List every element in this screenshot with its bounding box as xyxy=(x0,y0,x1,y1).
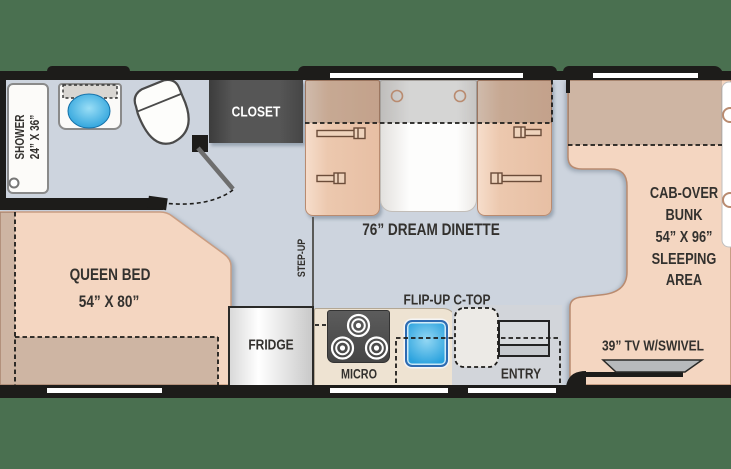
queen-bed xyxy=(0,211,232,386)
bathroom-sink-bowl xyxy=(67,93,111,129)
cab-cupholder-icon xyxy=(722,107,731,123)
flip-up-counter xyxy=(454,307,499,368)
entry-label: ENTRY xyxy=(500,365,542,383)
cab-over-bunk-area xyxy=(567,79,731,386)
fridge-label: FRIDGE xyxy=(248,336,294,354)
cab-label-5: AREA xyxy=(665,272,703,289)
shower xyxy=(7,83,49,194)
bed-slide-overlay-bottom xyxy=(15,337,218,385)
dinette-bench-left xyxy=(305,80,380,216)
toilet-icon xyxy=(133,78,190,145)
entry-step-lower xyxy=(500,346,548,355)
wall-left xyxy=(0,71,6,210)
cab-label-2: BUNK xyxy=(665,207,703,224)
tv-label: 39” TV W/SWIVEL xyxy=(601,337,705,355)
wall-top-bump-dinette xyxy=(298,66,557,76)
wall-top-bump-cab xyxy=(563,66,723,76)
table-grommet-icon xyxy=(453,89,467,103)
shower-label: SHOWER xyxy=(13,114,27,160)
tv-icon xyxy=(601,359,705,373)
wall-bathroom xyxy=(0,198,163,210)
tv-mount-bar xyxy=(578,372,683,377)
closet xyxy=(209,80,303,143)
entry-step-divider xyxy=(500,344,548,346)
shower-drain-icon xyxy=(8,177,20,189)
dinette-bench-right xyxy=(477,80,552,216)
stove-burners-icon xyxy=(330,313,389,360)
dinette-label: 76” DREAM DINETTE xyxy=(362,220,500,239)
door-slot-entry xyxy=(468,388,556,393)
closet-label: CLOSET xyxy=(231,103,281,121)
window-slot-kitchen xyxy=(330,388,448,393)
window-slot-bed xyxy=(47,388,162,393)
cab-label-3: 54” X 96” xyxy=(655,229,713,246)
micro-label: MICRO xyxy=(341,366,377,382)
table-grommet-icon xyxy=(390,89,404,103)
bathroom-door xyxy=(196,146,235,191)
flip-up-label: FLIP-UP C-TOP xyxy=(403,291,491,309)
seatbelt-icons xyxy=(316,126,542,185)
kitchen-sink xyxy=(405,320,448,367)
cab-cupholder-icon xyxy=(722,192,731,208)
cab-label-4: SLEEPING xyxy=(651,251,717,268)
cab-label-1: CAB-OVER xyxy=(649,185,719,202)
queen-bed-size-label: 54” X 80” xyxy=(78,292,140,311)
wall-top-bump-sink xyxy=(47,66,130,76)
shower-size-label: 24” X 36” xyxy=(28,114,42,160)
cab-bunk-overlay xyxy=(568,80,722,145)
step-up-label: STEP-UP xyxy=(296,238,308,278)
wall-cab-stub xyxy=(566,80,570,93)
wall-closet-stub xyxy=(192,135,208,152)
bed-slide-overlay-left xyxy=(0,212,15,385)
door-swing-arc xyxy=(162,189,234,205)
window-slot-dinette xyxy=(330,73,523,78)
dinette-overhead-overlay xyxy=(305,80,552,123)
window-slot-cab xyxy=(593,73,698,78)
step-up-edge xyxy=(312,217,314,308)
queen-bed-label: QUEEN BED xyxy=(69,265,151,284)
